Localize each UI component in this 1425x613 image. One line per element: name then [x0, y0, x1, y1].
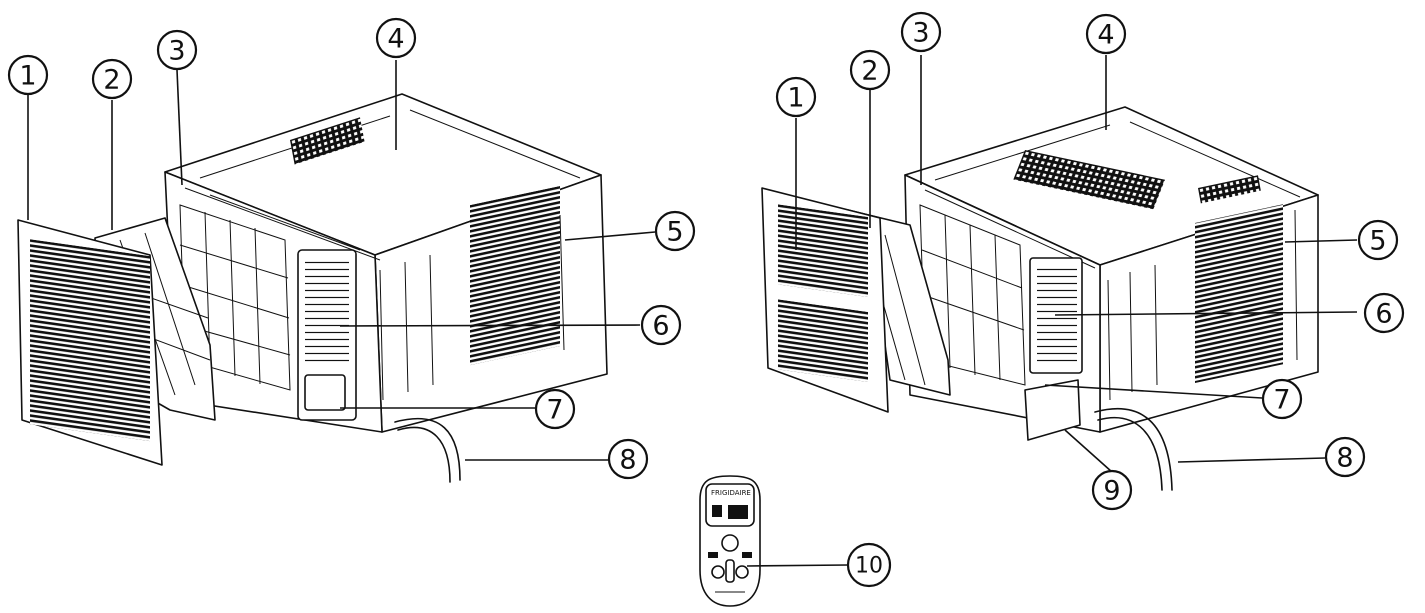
left-callout-5: 5: [654, 210, 696, 252]
svg-text:2: 2: [103, 65, 120, 96]
svg-text:8: 8: [619, 445, 636, 476]
svg-text:10: 10: [855, 554, 883, 579]
right-drain-hose: [1094, 407, 1173, 491]
right-front-grille-bottom: [778, 299, 868, 382]
right-front-grille-top: [778, 204, 868, 297]
left-front-grille: [30, 239, 150, 442]
svg-text:7: 7: [1273, 385, 1290, 416]
right-callouts: 1 2 3 4 5 6 7 8 9: [775, 11, 1405, 511]
left-control-panel: [304, 374, 346, 411]
right-callout-4: 4: [1085, 13, 1127, 55]
right-callout-6: 6: [1363, 292, 1405, 334]
right-callout-7: 7: [1261, 378, 1303, 420]
remote-callout-10: 10: [846, 542, 892, 588]
left-callout-3: 3: [156, 29, 198, 71]
svg-text:1: 1: [787, 83, 804, 114]
svg-text:5: 5: [666, 217, 683, 248]
left-callout-6: 6: [640, 304, 682, 346]
svg-text:6: 6: [1375, 299, 1392, 330]
left-unit: [17, 93, 608, 483]
right-top-vent-small: [1198, 175, 1261, 204]
svg-text:8: 8: [1336, 443, 1353, 474]
left-cabinet: [164, 93, 608, 433]
right-unit: [761, 106, 1319, 491]
left-drain-hose: [394, 417, 461, 481]
remote-control: FRIGIDAIRE: [699, 475, 849, 607]
left-callout-4: 4: [375, 17, 417, 59]
svg-text:2: 2: [861, 56, 878, 87]
right-control-door: [1024, 379, 1081, 441]
right-leader-lines: [795, 55, 1358, 473]
svg-text:9: 9: [1103, 476, 1120, 507]
svg-text:4: 4: [1097, 20, 1114, 51]
svg-text:1: 1: [19, 61, 36, 92]
svg-text:3: 3: [912, 18, 929, 49]
right-callout-5: 5: [1357, 219, 1399, 261]
left-louvres: [305, 258, 349, 363]
left-callout-8: 8: [607, 438, 649, 480]
right-callout-1: 1: [775, 76, 817, 118]
svg-text:3: 3: [168, 36, 185, 67]
svg-text:6: 6: [652, 311, 669, 342]
svg-text:4: 4: [387, 24, 404, 55]
left-callout-1: 1: [7, 54, 49, 96]
right-callout-2: 2: [849, 49, 891, 91]
svg-text:7: 7: [546, 395, 563, 426]
left-callouts: 1 2 3 4 5 6 7 8: [7, 17, 696, 480]
left-callout-7: 7: [534, 388, 576, 430]
left-leader-lines: [27, 60, 656, 461]
left-callout-2: 2: [91, 58, 133, 100]
right-callout-8: 8: [1324, 436, 1366, 478]
right-top-vent: [1013, 150, 1165, 210]
right-side-vents: [1195, 204, 1283, 383]
right-cabinet: [904, 106, 1319, 441]
left-side-vents: [470, 185, 560, 366]
right-callout-9: 9: [1091, 469, 1133, 511]
left-top-vent: [290, 117, 365, 165]
right-callout-3: 3: [900, 11, 942, 53]
remote-brand-text: FRIGIDAIRE: [711, 489, 751, 497]
svg-text:5: 5: [1369, 226, 1386, 257]
